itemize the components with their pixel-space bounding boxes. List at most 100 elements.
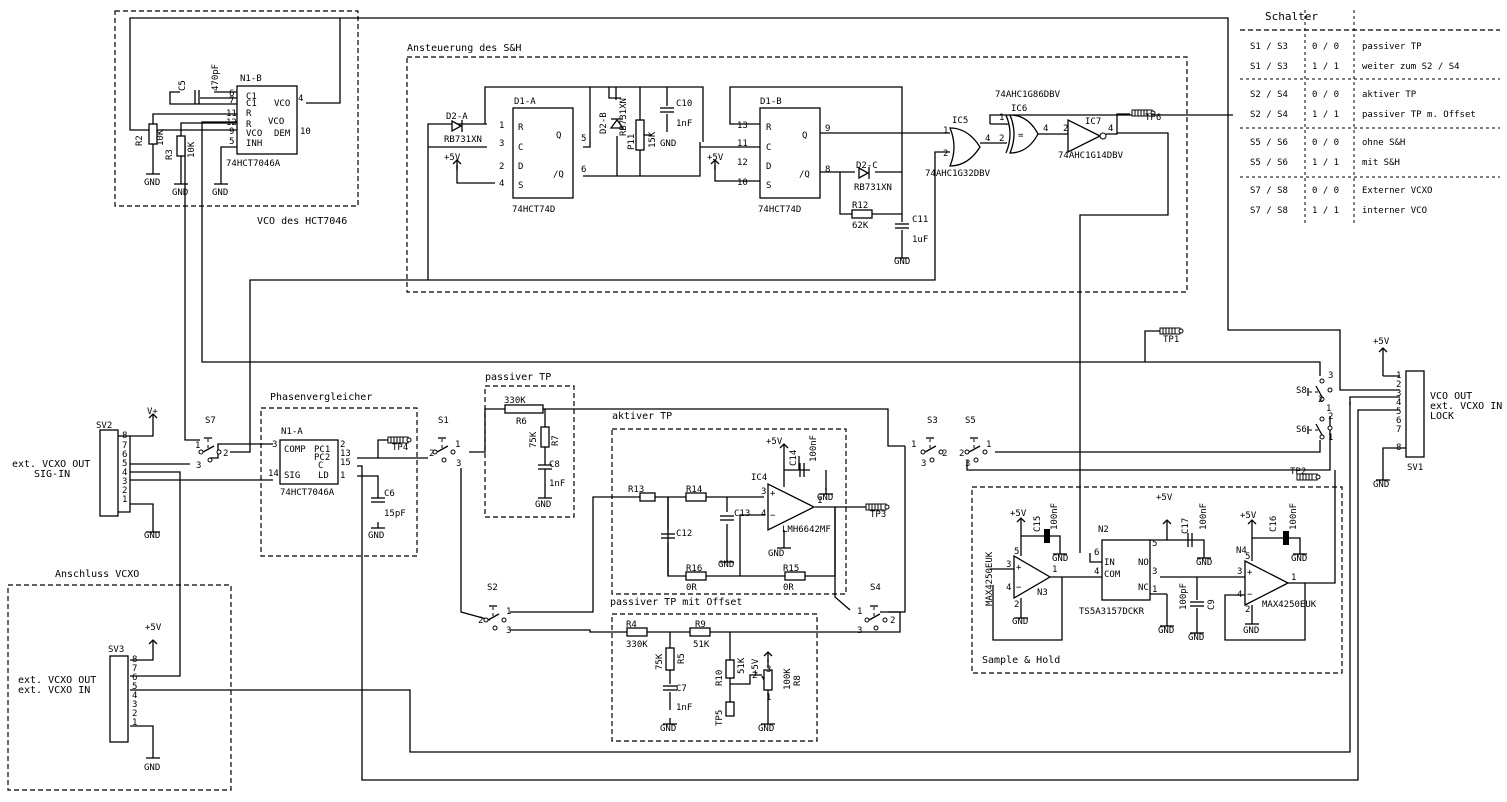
svg-text:1: 1	[911, 440, 916, 450]
switch-s4	[864, 605, 888, 631]
svg-text:MAX4250EUK: MAX4250EUK	[1262, 600, 1317, 610]
schalter-row-4-col-3: passiver TP m. Offset	[1362, 110, 1476, 120]
svg-text:1: 1	[999, 113, 1004, 123]
svg-text:LMH6642MF: LMH6642MF	[782, 525, 831, 535]
svg-text:4: 4	[132, 691, 137, 701]
svg-text:R4: R4	[626, 620, 637, 630]
svg-text:GND: GND	[1196, 558, 1212, 568]
svg-text:1: 1	[506, 607, 511, 617]
svg-text:PC2: PC2	[314, 453, 330, 463]
svg-text:4: 4	[122, 468, 127, 478]
svg-text:15K: 15K	[648, 131, 658, 148]
svg-text:1: 1	[195, 441, 200, 451]
svg-text:S: S	[766, 181, 771, 191]
svg-text:SIG: SIG	[284, 471, 300, 481]
svg-text:R: R	[766, 123, 772, 133]
svg-text:15pF: 15pF	[384, 509, 406, 519]
svg-text:Q: Q	[802, 131, 807, 141]
label-anschluss: Anschluss VCXO	[55, 569, 139, 580]
svg-text:15: 15	[340, 458, 351, 468]
svg-text:2: 2	[122, 486, 127, 496]
svg-text:6: 6	[122, 450, 127, 460]
svg-text:3: 3	[196, 461, 201, 471]
svg-text:RB731XN: RB731XN	[444, 135, 482, 145]
svg-text:62K: 62K	[852, 221, 869, 231]
svg-text:−: −	[1016, 583, 1022, 593]
svg-text:74HCT7046A: 74HCT7046A	[280, 488, 335, 498]
svg-text:2: 2	[478, 616, 483, 626]
svg-text:TP4: TP4	[392, 443, 408, 453]
schalter-row-1-col-2: 0 / 0	[1312, 42, 1339, 52]
schalter-row-2-col-2: 1 / 1	[1312, 62, 1339, 72]
svg-text:GND: GND	[368, 531, 384, 541]
svg-text:330K: 330K	[626, 640, 648, 650]
svg-text:5: 5	[132, 682, 137, 692]
c1a-pin: C1	[246, 92, 257, 102]
svg-text:C14: C14	[789, 450, 799, 466]
svg-text:1: 1	[943, 126, 948, 136]
svg-text:2: 2	[429, 449, 434, 459]
schalter-row-3-col-2: 0 / 0	[1312, 90, 1339, 100]
label-vco-block: VCO des HCT7046	[257, 216, 347, 227]
svg-text:4: 4	[761, 509, 766, 519]
svg-text:S3: S3	[927, 416, 938, 426]
r2-label: R2	[135, 135, 145, 146]
svg-text:+: +	[1247, 568, 1253, 578]
schalter-row-1-col-1: S1 / S3	[1250, 42, 1288, 52]
svg-text:100nF: 100nF	[1199, 503, 1209, 530]
svg-text:GND: GND	[1052, 554, 1068, 564]
svg-text:1: 1	[122, 495, 127, 505]
svg-text:12: 12	[737, 158, 748, 168]
schalter-row-8-col-1: S7 / S8	[1250, 206, 1288, 216]
d2a-diode	[451, 119, 463, 133]
svg-text:13: 13	[737, 121, 748, 131]
svg-text:P11: P11	[627, 134, 637, 150]
svg-text:NO: NO	[1138, 558, 1149, 568]
schalter-row-7-col-2: 0 / 0	[1312, 186, 1339, 196]
svg-text:100nF: 100nF	[809, 435, 819, 462]
svg-text:2: 2	[1245, 605, 1250, 615]
svg-text:1: 1	[499, 121, 504, 131]
svg-text:2: 2	[959, 449, 964, 459]
schalter-row-2-col-3: weiter zum S2 / S4	[1362, 62, 1460, 72]
svg-text:3: 3	[506, 626, 511, 636]
svg-text:5: 5	[1396, 407, 1401, 417]
svg-text:5: 5	[229, 137, 234, 147]
svg-text:R8: R8	[793, 675, 803, 686]
svg-text:IC4: IC4	[751, 473, 767, 483]
svg-text:330K: 330K	[504, 396, 526, 406]
svg-text:1: 1	[1152, 585, 1157, 595]
r2-pin: R	[246, 120, 252, 130]
ic6-gate	[1009, 114, 1039, 154]
c1b-pin: C1	[246, 99, 257, 109]
svg-text:10: 10	[300, 127, 311, 137]
svg-text:R16: R16	[686, 564, 702, 574]
d2c-diode	[858, 166, 870, 180]
svg-text:N1-A: N1-A	[281, 427, 303, 437]
svg-text:S6: S6	[1296, 425, 1307, 435]
svg-text:GND: GND	[1188, 633, 1204, 643]
svg-text:6: 6	[581, 165, 586, 175]
r3-body	[176, 135, 186, 157]
switch-s2	[483, 605, 507, 631]
r2-value: 10K	[156, 129, 166, 146]
schalter-row-3-col-1: S2 / S4	[1250, 90, 1288, 100]
svg-text:6: 6	[132, 673, 137, 683]
r3-value: 10K	[187, 141, 197, 158]
n4-opamp	[1244, 559, 1290, 607]
svg-text:GND: GND	[660, 139, 676, 149]
svg-text:0R: 0R	[686, 583, 697, 593]
svg-text:D2-C: D2-C	[856, 161, 878, 171]
svg-text:1: 1	[455, 440, 460, 450]
n3-opamp	[1013, 554, 1052, 600]
svg-text:MAX4250EUK: MAX4250EUK	[985, 551, 995, 606]
svg-text:8: 8	[825, 165, 830, 175]
svg-text:75K: 75K	[529, 431, 539, 448]
svg-text:+5V: +5V	[1010, 509, 1027, 519]
ic7-gate	[1067, 118, 1102, 154]
svg-text:3: 3	[761, 487, 766, 497]
svg-text:COM: COM	[1104, 570, 1121, 580]
svg-text:+5V: +5V	[1373, 337, 1390, 347]
r3-label: R3	[165, 149, 175, 160]
svg-text:IC7: IC7	[1085, 117, 1101, 127]
